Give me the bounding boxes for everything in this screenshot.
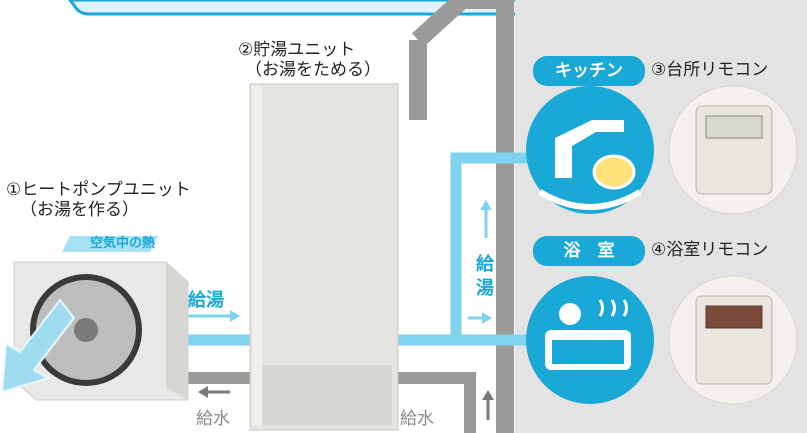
steam-icon <box>598 299 628 317</box>
heat-pump-side <box>166 262 188 400</box>
water-left-label: 給水 <box>196 409 230 429</box>
bath-remote-screen <box>705 305 763 329</box>
hot-pipe-to-kitchen <box>450 152 530 340</box>
kitchen-badge: キッチン <box>533 56 645 86</box>
air-heat-arrow-blow <box>0 298 76 394</box>
heat-pump-title: ①ヒートポンプユニット <box>6 180 191 200</box>
heat-pump-subtitle: （お湯を作る） <box>20 200 139 220</box>
storage-tank-base <box>256 365 392 425</box>
water-right-label: 給水 <box>400 409 434 429</box>
hot-arrow-left-head <box>230 310 240 322</box>
bath-water <box>552 340 624 364</box>
heat-pump-fan-hub <box>74 318 98 342</box>
hot-arrow-right-head <box>482 312 492 324</box>
kitchen-remote-screen <box>705 115 763 139</box>
water-arrow-left-head <box>198 386 208 398</box>
house-outline <box>411 0 514 433</box>
bather-head-icon <box>559 303 581 325</box>
sink-icon <box>538 189 642 210</box>
storage-title: ②貯湯ユニット <box>238 40 356 60</box>
bathroom-remote-label: ④浴室リモコン <box>651 240 769 260</box>
storage-tank-highlight <box>252 86 262 426</box>
air-heat-arrow-top <box>62 236 158 252</box>
faucet-icon <box>555 120 624 178</box>
hot-supply-right-label-1: 給 <box>476 254 494 275</box>
storage-subtitle: （お湯をためる） <box>245 60 381 80</box>
water-arrow-up-head <box>482 390 494 400</box>
hot-arrow-up-head <box>480 200 492 210</box>
kitchen-remote-label: ③台所リモコン <box>651 60 769 80</box>
dish-icon <box>592 154 636 190</box>
hot-supply-left-label: 給湯 <box>188 290 224 311</box>
air-heat-label: 空気中の熱 <box>90 236 156 251</box>
hot-supply-right-label-2: 湯 <box>476 278 494 299</box>
bathroom-badge: 浴 室 <box>533 236 645 266</box>
